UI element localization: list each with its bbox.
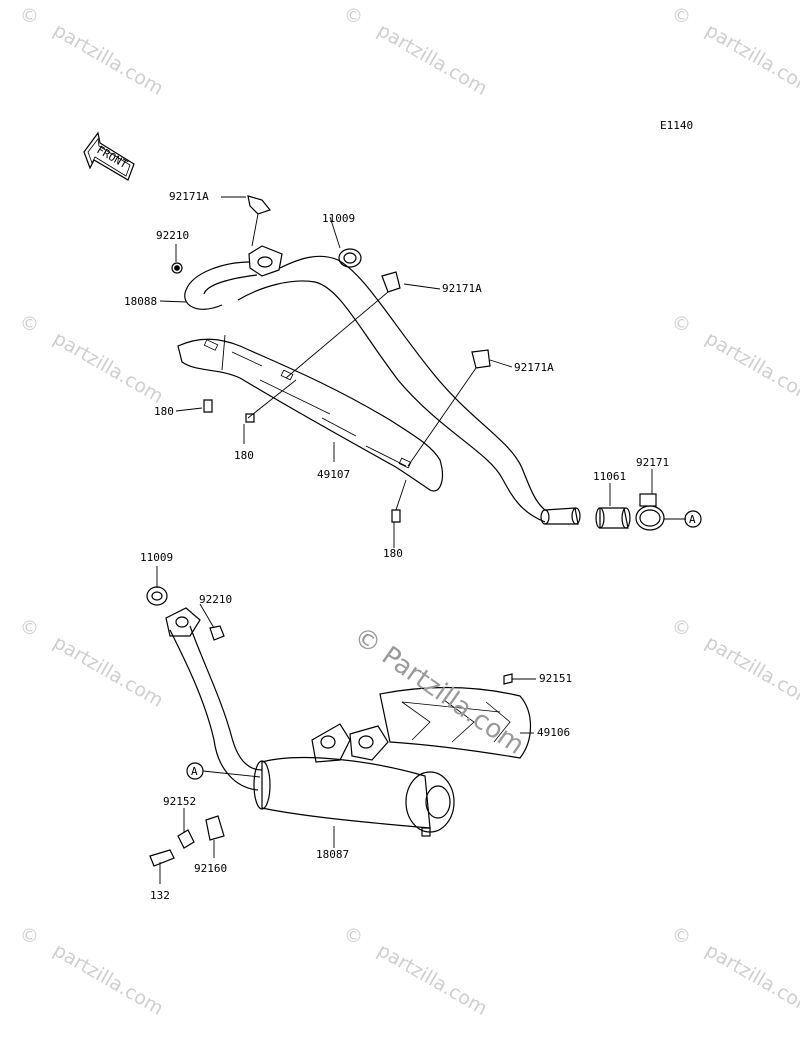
part-label: 92171A: [442, 282, 482, 295]
watermark-tile: © partzilla.com: [672, 617, 800, 712]
gasket-lower-icon: [146, 586, 168, 606]
watermark-copyright-icon: ©: [20, 313, 39, 335]
watermark-copyright-icon: ©: [672, 925, 691, 947]
part-label: 49106: [537, 726, 570, 739]
bolt-180-icon: [203, 399, 401, 523]
clamp-92171-icon: [635, 493, 665, 531]
part-labels: 92171A 92210 11009 92171A 18088 92171A 1…: [124, 190, 669, 902]
bracket-92171a-icon: [247, 195, 491, 369]
part-label: 11061: [593, 470, 626, 483]
watermark-tile: © partzilla.com: [672, 5, 800, 100]
watermark-copyright-icon: ©: [672, 617, 691, 639]
leader-lines: [156, 196, 686, 884]
watermark-tile: © partzilla.com: [20, 5, 167, 100]
sleeve-11061-icon: [595, 507, 631, 529]
watermark-text: partzilla.com: [50, 939, 168, 1020]
part-label: 18088: [124, 295, 157, 308]
part-label: 132: [150, 889, 170, 902]
watermark-tile: © partzilla.com: [20, 617, 167, 712]
part-label: 11009: [140, 551, 173, 564]
watermark-tile: © partzilla.com: [672, 925, 800, 1020]
watermark-layer: © partzilla.com © partzilla.com © partzilla.c…: [20, 5, 800, 1020]
part-label: 49107: [317, 468, 350, 481]
nut-lower-icon: [209, 625, 225, 641]
watermark-copyright-icon: ©: [672, 5, 691, 27]
heat-guard-lower-drawing: [379, 686, 531, 759]
bolt-132-icon: [149, 849, 175, 867]
watermark-text: partzilla.com: [374, 19, 492, 100]
watermark-text: partzilla.com: [702, 939, 800, 1020]
nut-upper-icon: [171, 262, 183, 274]
callout-a-lower: A: [186, 762, 204, 780]
watermark-text: partzilla.com: [50, 327, 168, 408]
watermark-text: partzilla.com: [702, 631, 800, 712]
watermark-copyright-icon: ©: [672, 313, 691, 335]
part-label: 18087: [316, 848, 349, 861]
part-label: 180: [154, 405, 174, 418]
part-label: 92160: [194, 862, 227, 875]
watermark-copyright-icon: ©: [20, 925, 39, 947]
watermark-copyright-icon: ©: [20, 617, 39, 639]
watermark-text: partzilla.com: [374, 939, 492, 1020]
callout-a-upper-label: A: [689, 513, 696, 526]
part-label: 180: [383, 547, 403, 560]
watermark-tile: © partzilla.com: [344, 5, 491, 100]
watermark-tile: © partzilla.com: [20, 925, 167, 1020]
watermark-tile: © partzilla.com: [20, 313, 167, 408]
part-label: 11009: [322, 212, 355, 225]
watermark-text: partzilla.com: [702, 19, 800, 100]
header-pipe-drawing: [184, 245, 581, 525]
heat-guard-upper-drawing: [177, 338, 443, 492]
muffler-drawing: [165, 607, 455, 837]
part-label: 92171A: [514, 361, 554, 374]
callout-a-upper: A: [684, 510, 702, 528]
watermark-center: © Partzilla.com: [348, 621, 530, 761]
part-label: 92171A: [169, 190, 209, 203]
part-label: 180: [234, 449, 254, 462]
watermark-tile: © partzilla.com: [344, 925, 491, 1020]
part-label: 92171: [636, 456, 669, 469]
gasket-upper-icon: [338, 248, 362, 268]
watermark-copyright-icon: ©: [344, 925, 363, 947]
part-label: 92210: [199, 593, 232, 606]
watermark-tile: © partzilla.com: [672, 313, 800, 408]
watermark-copyright-icon: ©: [344, 5, 363, 27]
part-label: 92210: [156, 229, 189, 242]
watermark-text: partzilla.com: [702, 327, 800, 408]
part-label: 92152: [163, 795, 196, 808]
front-arrow-icon: FRONT: [83, 131, 135, 181]
watermark-text: partzilla.com: [50, 19, 168, 100]
watermark-text: partzilla.com: [50, 631, 168, 712]
watermark-copyright-icon: ©: [20, 5, 39, 27]
screw-92151-icon: [503, 673, 513, 685]
diagram-code: E1140: [660, 119, 693, 132]
callout-a-lower-label: A: [191, 765, 198, 778]
part-label: 92151: [539, 672, 572, 685]
washer-92152-icon: [177, 829, 195, 849]
grommet-92160-icon: [205, 815, 225, 841]
